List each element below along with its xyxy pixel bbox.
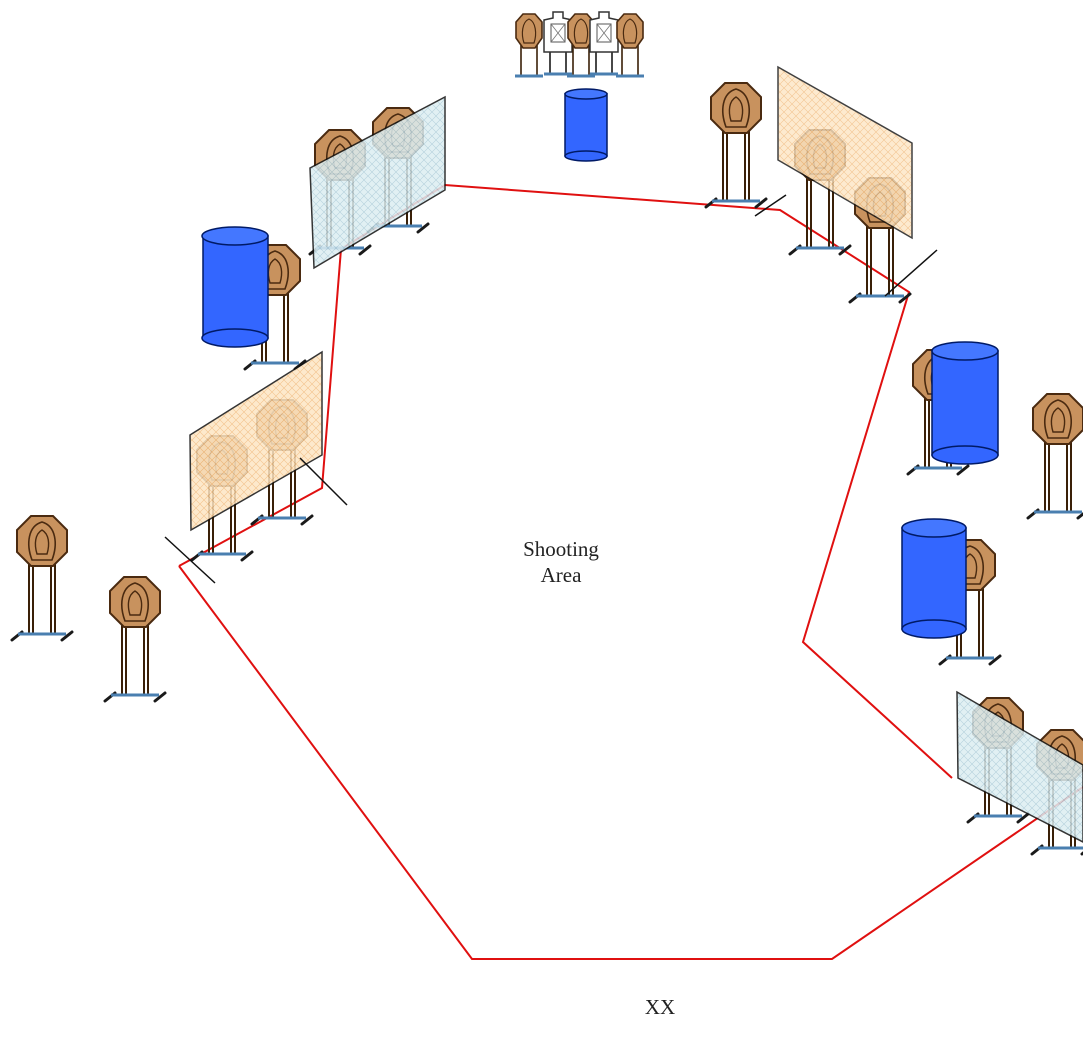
fault-line-left: [178, 248, 342, 567]
top-target-array: [513, 10, 646, 78]
barrel-top: [564, 88, 608, 162]
upper-right-wall-array: [754, 65, 938, 304]
paper-target: [103, 575, 167, 703]
left-barrel-array: [201, 226, 307, 371]
start-marker-label: XX: [644, 995, 676, 1019]
soft-cover-wall: [956, 690, 1083, 843]
right-barrel-array-1: [906, 341, 999, 476]
hard-cover-wall: [777, 65, 913, 240]
paper-target: [704, 81, 768, 209]
upper-left-array: [308, 95, 446, 270]
shooting-area-label: Shooting Area: [516, 536, 606, 588]
left-wall-array: [164, 350, 348, 584]
paper-target: [10, 514, 74, 642]
shooting-area-line1: Shooting: [523, 537, 599, 561]
paper-target: [614, 12, 646, 78]
right-barrel-array-2: [901, 518, 1002, 666]
shooting-area-line2: Area: [540, 563, 582, 587]
paper-target: [513, 12, 545, 78]
fault-line: [178, 565, 1083, 960]
hard-cover-wall: [189, 350, 323, 532]
fault-line-top: [340, 183, 953, 779]
soft-cover-wall: [309, 95, 446, 270]
lower-right-wall-array: [956, 690, 1083, 856]
paper-target: [1026, 392, 1083, 520]
no-shoot-target: [588, 10, 620, 76]
